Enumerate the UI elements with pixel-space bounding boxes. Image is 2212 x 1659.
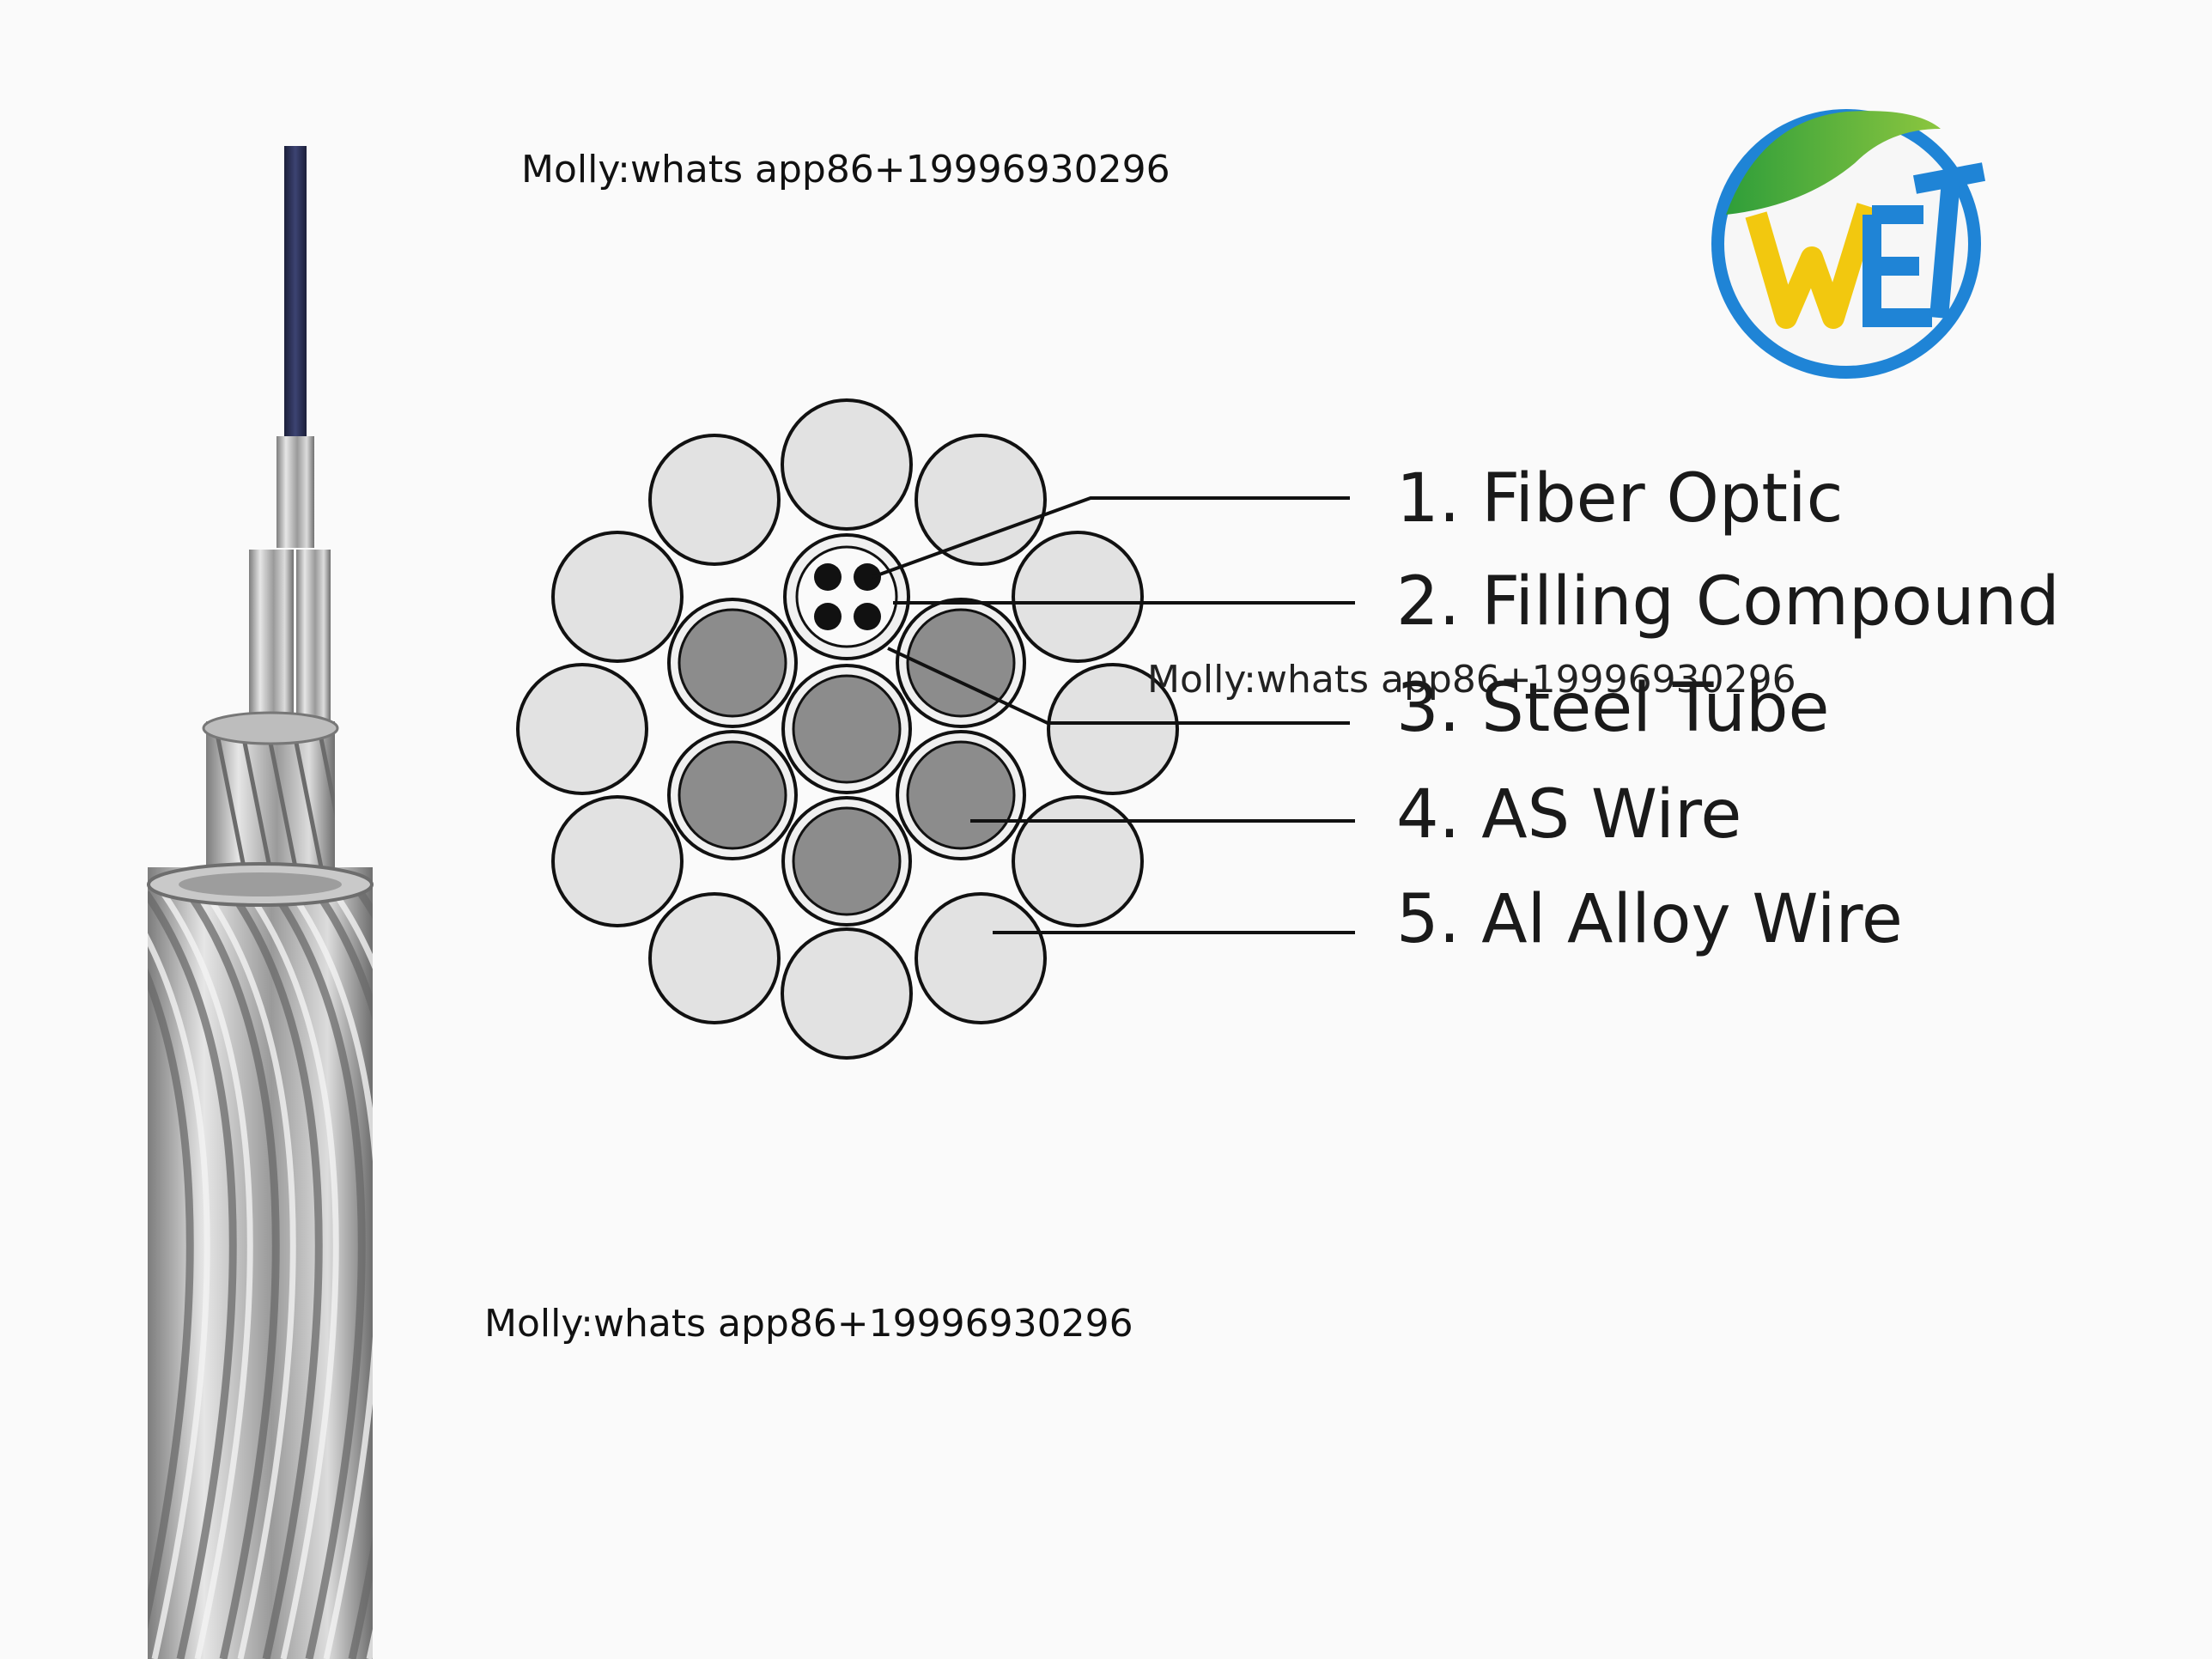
al-alloy-layer [148, 867, 373, 1659]
wet-logo [1711, 109, 1986, 379]
fiber-core [284, 146, 307, 442]
legend-filling-compound: 2. Filling Compound [1396, 563, 2060, 641]
contact-text-middle: Molly:whats app86+19996930296 [1147, 658, 1796, 702]
legend-fiber-optic: 1. Fiber Optic [1396, 460, 1844, 538]
leader-lines [872, 496, 1355, 934]
steel-tube-section [783, 533, 910, 660]
as-wires [667, 598, 1026, 927]
al-alloy-wires [516, 398, 1179, 1060]
inner-wire-stub [249, 550, 294, 730]
contact-text-top: Molly:whats app86+19996930296 [521, 148, 1170, 191]
fiber-optic-dots [814, 563, 881, 630]
legend-steel-tube: 3. Steel Tube [1396, 670, 1830, 747]
inner-wire-stub-2 [296, 550, 331, 730]
cable-photo [147, 146, 374, 1659]
steel-tube [276, 436, 314, 548]
cross-section [516, 398, 1179, 1060]
legend-as-wire: 4. AS Wire [1396, 776, 1742, 854]
contact-text-bottom: Molly:whats app86+19996930296 [484, 1302, 1133, 1346]
legend-al-alloy-wire: 5. Al Alloy Wire [1396, 881, 1903, 958]
